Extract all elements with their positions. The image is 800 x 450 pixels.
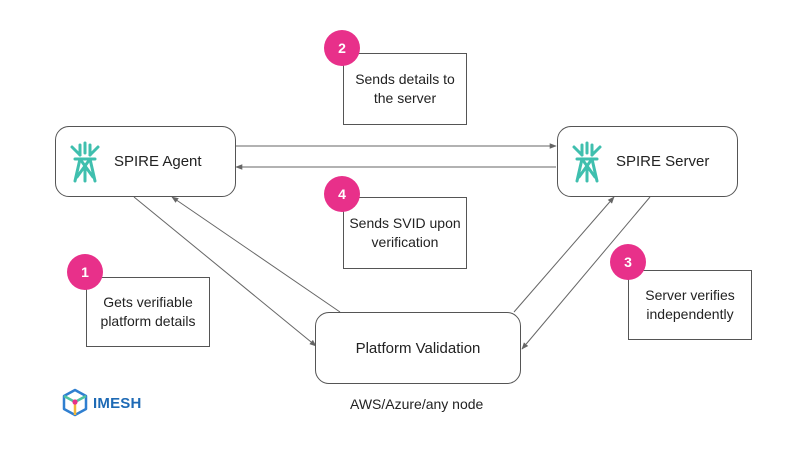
spire-server-node: SPIRE Server (557, 126, 738, 197)
platform-validation-label: Platform Validation (355, 339, 481, 357)
step-3-line-1: Server verifies (645, 287, 735, 303)
arrow-agent-to-validation (133, 196, 317, 347)
step-1-line-1: Gets verifiable (103, 294, 193, 310)
spire-agent-label: SPIRE Agent (114, 153, 202, 170)
imesh-logo: IMESH (60, 388, 142, 418)
step-4-line-1: Sends SVID upon (349, 215, 461, 231)
imesh-cube-icon (62, 388, 88, 417)
imesh-logo-text: IMESH (93, 394, 142, 412)
step-3-badge: 3 (610, 244, 646, 280)
step-4-note: Sends SVID upon verification (343, 197, 467, 269)
step-2-line-2: the server (373, 90, 437, 106)
validation-caption: AWS/Azure/any node (350, 396, 484, 412)
arrow-server-to-validation (521, 196, 651, 350)
step-3-line-2: independently (646, 306, 734, 322)
step-2-badge: 2 (324, 30, 360, 66)
step-2-line-1: Sends details to (355, 71, 455, 87)
step-2-note: Sends details to the server (343, 53, 467, 125)
step-1-line-2: platform details (100, 313, 196, 329)
step-1-note: Gets verifiable platform details (86, 277, 210, 347)
spire-tower-icon (572, 141, 602, 182)
step-1-badge: 1 (67, 254, 103, 290)
step-3-note: Server verifies independently (628, 270, 752, 340)
spire-agent-node: SPIRE Agent (55, 126, 236, 197)
spire-server-label: SPIRE Server (616, 153, 710, 170)
platform-validation-node: Platform Validation (315, 312, 521, 384)
step-4-badge: 4 (324, 176, 360, 212)
arrow-validation-to-agent (171, 196, 341, 313)
arrow-validation-to-server (513, 196, 615, 313)
step-4-line-2: verification (371, 234, 439, 250)
spire-tower-icon (70, 141, 100, 182)
